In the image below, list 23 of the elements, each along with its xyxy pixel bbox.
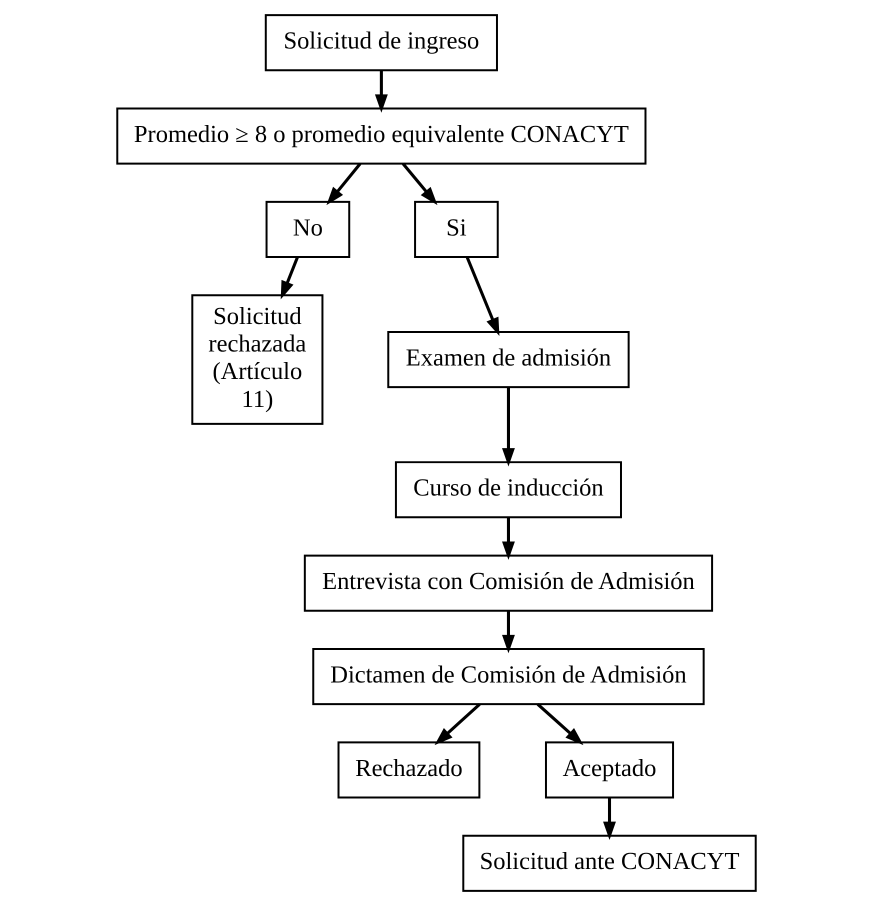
node-box: Solicitud rechazada (Artículo 11) [190, 294, 323, 424]
arrow [280, 256, 298, 299]
arrow [401, 162, 437, 205]
node-box: Rechazado [337, 740, 480, 798]
arrow [602, 797, 616, 840]
node-box: Promedio ≥ 8 o promedio equivalente CONACYT [116, 107, 646, 164]
node-box: Curso de inducción [394, 460, 622, 518]
arrow [502, 516, 514, 560]
node-box: Dictamen de Comisión de Admisión [312, 647, 704, 705]
node-box: Si [414, 200, 498, 258]
node-box: Solicitud de ingreso [264, 14, 498, 71]
arrow [536, 702, 583, 745]
node-box: Solicitud ante CONACYT [462, 834, 756, 892]
node-box: Aceptado [544, 740, 674, 798]
node-box: No [265, 200, 350, 258]
arrow [326, 162, 361, 205]
arrow [434, 702, 480, 745]
arrow [465, 256, 499, 336]
node-box: Examen de admisión [386, 330, 630, 388]
arrow [502, 610, 514, 653]
arrow [374, 70, 388, 112]
node-box: Entrevista con Comisión de Admisión [303, 554, 713, 612]
arrow [502, 386, 514, 466]
